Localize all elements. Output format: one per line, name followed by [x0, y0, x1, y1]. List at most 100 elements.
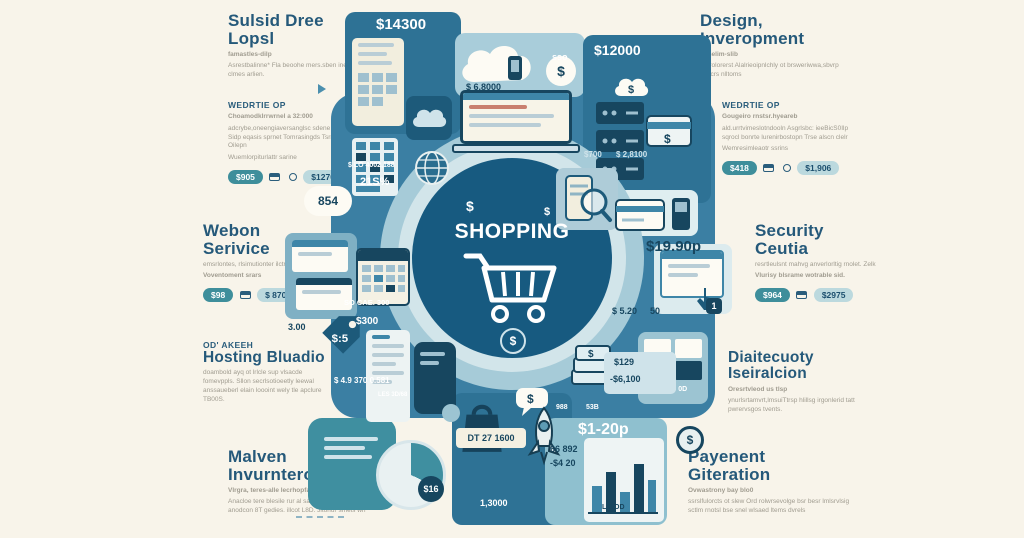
pie-chart-icon: [376, 440, 446, 510]
price-pill-dark: $905: [228, 169, 263, 184]
price-label: -$4 20: [550, 458, 576, 468]
price-label: $ LO 4002,188: [348, 162, 395, 169]
price-pill-light: $2975: [813, 287, 854, 302]
note-card: [318, 432, 386, 464]
note-line: [324, 455, 372, 459]
block-title: Webon Serivice: [203, 221, 270, 258]
phone-hand-icon: [414, 342, 456, 414]
stat-label: 66 892: [550, 444, 578, 454]
calculator-keys: [356, 142, 394, 192]
center-title: SHOPPING: [454, 220, 570, 243]
note-line: [324, 446, 365, 450]
price-label: $300: [356, 316, 379, 327]
stat-label: L.8 OD: [602, 504, 625, 511]
rocket-icon: [527, 406, 561, 466]
block-note: Voventoment srars: [203, 272, 262, 280]
block-design: Design, Inveropment Inmelim-slib Astrolo…: [700, 12, 855, 80]
block-subtitle: Vlrgra, teres-alle lecrhopfali: [228, 486, 314, 494]
calculator-icon: [352, 138, 398, 196]
laptop-base: [452, 144, 580, 153]
arrow-right-icon: [318, 84, 326, 94]
document-icon: [366, 330, 410, 422]
price-chip: DT 27 1600: [456, 428, 526, 448]
calendar-header: [358, 250, 408, 261]
price-label: $ 5.20: [612, 306, 638, 316]
key-label: 1: [711, 301, 717, 311]
money-card-icon: $: [646, 115, 692, 147]
receipt-phone-icon: [352, 38, 404, 126]
block-note: Vlurisy blsrame wotrable sid.: [755, 272, 845, 280]
calendar-icon: [356, 248, 410, 306]
coin-icon: $: [676, 426, 704, 454]
block-hosting: OD' AKEEH Hosting Bluadio doambold ayq o…: [203, 340, 331, 404]
doc-line: [372, 353, 404, 357]
block-payment: Payenent Giteration Ovwastrony bay blo0 …: [688, 448, 860, 516]
tag-price-label: $:5: [332, 333, 349, 345]
phone-line: [420, 352, 446, 356]
screen-line: [469, 123, 542, 127]
block-subtitle: emsrlontes, rlsimutionter ilctroolrlly: [203, 260, 303, 268]
block-wedrtie-left: WEDRTIE OP Choamodklrrwrnel a 32:000 adc…: [228, 100, 346, 186]
price-pills: $964 $2975: [755, 286, 880, 304]
chat-dollar-icon: $: [516, 388, 548, 416]
block-body: doambold ayq ot lrlcle sup vlsacde fomev…: [203, 369, 322, 403]
price-pills: $905 $1270: [228, 168, 346, 186]
block-title: Payenent Giteration: [688, 447, 771, 484]
dollar-glyph: $: [466, 198, 474, 214]
dollar-glyph: $: [527, 392, 534, 406]
price-label: 3.00: [288, 322, 306, 332]
price-label: $ 6,8000: [466, 82, 502, 92]
coin-icon: $: [500, 328, 526, 354]
price-pill-dark: $964: [755, 287, 790, 302]
card-icon: [239, 290, 251, 299]
browser-window-icon: [296, 278, 352, 310]
block-subtitle: Choamodklrrwrnel a 32:000: [228, 113, 313, 120]
dollar-glyph: $: [509, 334, 517, 348]
price-label: 50: [650, 306, 661, 316]
price-panel: [604, 352, 676, 394]
dollar-glyph: $: [628, 84, 634, 96]
calendar-grid: [362, 265, 405, 292]
card-icon: [763, 163, 775, 172]
price-label: SO CAE. 300: [344, 298, 390, 307]
browser-bar: [463, 93, 569, 100]
pie-value: $16: [423, 484, 439, 494]
block-body: Astrolorerst Alalrieoipnlchly ot brsweri…: [700, 62, 839, 79]
badge-value: 854: [317, 194, 339, 208]
price-tag-icon: $:5: [322, 316, 360, 354]
price-label: LES 3D/68: [378, 392, 408, 398]
doc-line: [372, 371, 404, 375]
block-note: Wuemlorpiturlattr sarine: [228, 154, 297, 162]
block-title: Design, Inveropment: [700, 11, 805, 48]
coin-icon: [288, 172, 297, 181]
dashed-connector: [296, 516, 344, 518]
browser-window-icon: [660, 250, 724, 298]
block-note: Wemresimleaotr ssrins: [722, 145, 788, 153]
dollar-glyph: $: [686, 433, 694, 447]
price-label: $ 4.9 370 0.581: [334, 376, 390, 385]
doc-line: [372, 335, 390, 339]
search-phone-tile: [556, 168, 618, 230]
block-subtitle: resrtleulsnt mahvg anverlorltig rnolet. …: [755, 260, 876, 268]
block-body: Asrestbalinne* Fla beoohe mers.sben ine …: [228, 62, 347, 79]
block-body: ssrslfulorcts ot slew Ord rolwrsevolge b…: [688, 498, 850, 515]
screen-line: [298, 252, 332, 256]
block-body: ald.urrtvimeslotndooln Asgrlsbc: ieeBicS…: [722, 124, 849, 141]
receipt-line: [358, 52, 387, 56]
doc-line: [372, 380, 392, 384]
browser-window-icon: [292, 240, 348, 272]
doc-line: [372, 344, 404, 348]
block-subtitle: Gougeiro rnstsr.hyeareb: [722, 113, 798, 120]
coin-hand-icon: $: [546, 56, 576, 86]
dollar-glyph: $: [544, 206, 551, 218]
receipt-line: [358, 61, 392, 65]
dollar-glyph: $: [557, 63, 565, 79]
coin-icon: [782, 163, 791, 172]
block-body: adcrybe,oneengiaversanglsc sdene Sall Si…: [228, 124, 343, 150]
stat-label: 988: [556, 404, 568, 411]
cloud-dollar-icon: $: [615, 78, 649, 96]
cash-stack-icon: $: [571, 345, 615, 385]
browser-bar: [662, 252, 722, 259]
price-label: $ 2,8100: [616, 150, 648, 159]
